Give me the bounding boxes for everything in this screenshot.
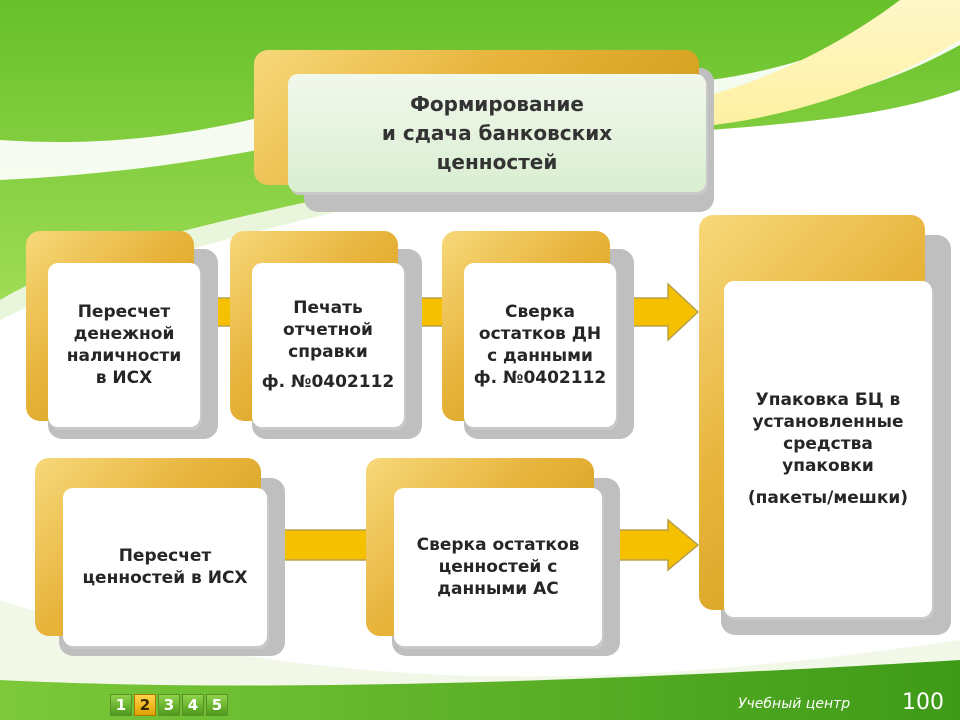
result-note: (пакеты/мешки): [747, 488, 909, 508]
result-line: установленные: [752, 412, 904, 432]
footer-label: Учебный центр: [738, 696, 851, 712]
title-line: и сдача банковских: [381, 120, 613, 145]
step-line: Печать: [293, 298, 363, 318]
step-card-recount-valuables: Пересчет ценностей в ИСХ: [35, 458, 285, 660]
step-text-box: Сверка остатков ДН с данными ф. №0402112: [464, 263, 616, 427]
page-number: 100: [902, 690, 944, 715]
step-line: ценностей с: [438, 557, 558, 577]
slide-nav: 1 2 3 4 5: [110, 694, 228, 716]
step-text-box: Пересчет денежной наличности в ИСХ: [48, 263, 200, 427]
title-line: ценностей: [436, 149, 558, 174]
step-line: денежной: [73, 324, 175, 344]
form-number: ф. №0402112: [261, 372, 395, 392]
result-text-box: Упаковка БЦ в установленные средства упа…: [724, 281, 932, 617]
nav-button-3[interactable]: 3: [158, 694, 180, 716]
step-line: Сверка остатков: [416, 535, 580, 555]
step-line: ценностей в ИСХ: [82, 568, 248, 588]
step-line: Пересчет: [77, 302, 171, 322]
step-line: наличности: [66, 346, 182, 366]
title-line: Формирование: [410, 91, 584, 116]
result-line: средства: [783, 434, 873, 454]
step-line: ф. №0402112: [473, 368, 607, 388]
result-line: упаковки: [782, 456, 874, 476]
step-text-box: Сверка остатков ценностей с данными АС: [394, 488, 602, 646]
nav-button-4[interactable]: 4: [182, 694, 204, 716]
step-card-reconcile-valuables: Сверка остатков ценностей с данными АС: [366, 458, 621, 660]
title-text-box: Формирование и сдача банковских ценносте…: [288, 74, 706, 192]
step-line: отчетной: [283, 320, 373, 340]
step-line: Сверка: [505, 302, 575, 322]
step-text-box: Печать отчетной справки ф. №0402112: [252, 263, 404, 427]
nav-button-2[interactable]: 2: [134, 694, 156, 716]
step-line: в ИСХ: [95, 368, 153, 388]
step-line: справки: [288, 342, 368, 362]
step-line: остатков ДН: [478, 324, 602, 344]
step-line: Пересчет: [118, 546, 212, 566]
result-card-packaging: Упаковка БЦ в установленные средства упа…: [699, 215, 951, 635]
step-card-reconcile-cash: Сверка остатков ДН с данными ф. №0402112: [442, 231, 634, 443]
step-line: с данными: [487, 346, 593, 366]
step-text-box: Пересчет ценностей в ИСХ: [63, 488, 267, 646]
nav-button-5[interactable]: 5: [206, 694, 228, 716]
result-line: Упаковка БЦ в: [755, 390, 901, 410]
step-card-print-report: Печать отчетной справки ф. №0402112: [230, 231, 422, 443]
nav-button-1[interactable]: 1: [110, 694, 132, 716]
step-line: данными АС: [437, 579, 559, 599]
title-card: Формирование и сдача банковских ценносте…: [254, 50, 724, 215]
step-card-recount-cash: Пересчет денежной наличности в ИСХ: [26, 231, 218, 443]
